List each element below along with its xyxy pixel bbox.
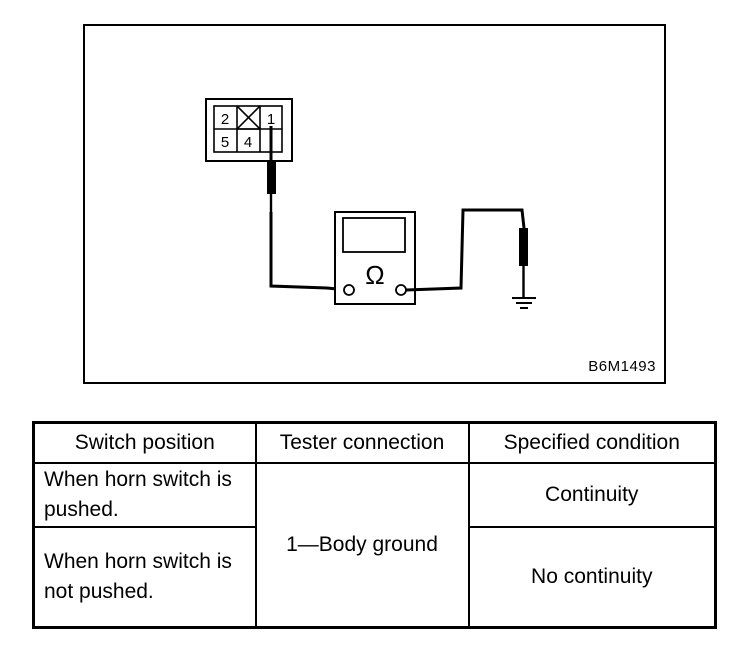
- switch-position-not-pushed: When horn switch is not pushed.: [32, 526, 257, 629]
- pin-4-label: 4: [244, 134, 252, 151]
- switch-position-pushed: When horn switch is pushed.: [32, 462, 257, 529]
- header-specified-condition: Specified condition: [467, 421, 717, 465]
- connector: [205, 98, 293, 162]
- table-header-row: Switch position Tester connection Specif…: [32, 421, 717, 465]
- wiring-diagram: 2 1 5 4 Ω B6M1493: [83, 24, 666, 384]
- header-tester-connection: Tester connection: [254, 421, 470, 465]
- tester-connection: 1—Body ground: [254, 462, 470, 629]
- diagram-drawing: 2 1 5 4 Ω: [205, 98, 536, 309]
- ohm-symbol: Ω: [365, 260, 384, 290]
- ohmmeter: Ω: [334, 211, 416, 305]
- condition-pushed: Continuity: [467, 462, 717, 529]
- header-switch-position: Switch position: [32, 421, 257, 465]
- table-row: When horn switch is not pushed. No conti…: [32, 526, 717, 629]
- lead-wire-right: [405, 208, 526, 292]
- condition-not-pushed: No continuity: [467, 526, 717, 629]
- ground-symbol-icon: [512, 297, 536, 309]
- specification-table: Switch position Tester connection Specif…: [32, 421, 717, 629]
- figure-code: B6M1493: [588, 358, 656, 375]
- pin-5-label: 5: [221, 134, 229, 151]
- pin-1-label: 1: [267, 111, 275, 128]
- pin-2-label: 2: [221, 111, 229, 128]
- tester-probe-ground: [519, 228, 528, 298]
- tester-probe-connector: [267, 126, 276, 212]
- table-row: When horn switch is pushed. 1—Body groun…: [32, 462, 717, 629]
